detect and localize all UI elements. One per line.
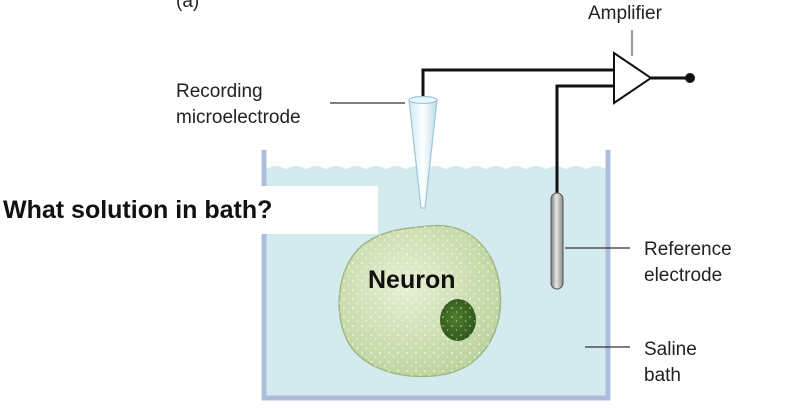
tank-wall: [261, 150, 611, 401]
amplifier-label: Amplifier: [588, 3, 662, 24]
pipette-rim: [408, 95, 438, 105]
recording-label-line1: Recording: [176, 81, 263, 102]
reference-label-line2: electrode: [644, 265, 723, 286]
output-terminal: [685, 73, 695, 83]
question-text: What solution in bath?: [3, 195, 273, 224]
cell-texture: [339, 225, 501, 377]
recording-label-line2: microelectrode: [176, 107, 301, 128]
reference-wire: [555, 84, 614, 195]
reference-label-line1: Reference: [644, 239, 732, 260]
question-banner: What solution in bath?: [0, 186, 378, 234]
reference-electrode: [550, 192, 564, 290]
neuron-label: Neuron: [368, 266, 456, 294]
amplifier-symbol: [613, 51, 653, 105]
recording-wire: [421, 68, 614, 100]
panel-label: (a): [176, 0, 200, 12]
saline-label-line1: Saline: [644, 339, 697, 360]
nucleus-texture: [440, 299, 476, 341]
saline-label-line2: bath: [644, 365, 681, 386]
water-surface-highlight: [265, 164, 607, 170]
